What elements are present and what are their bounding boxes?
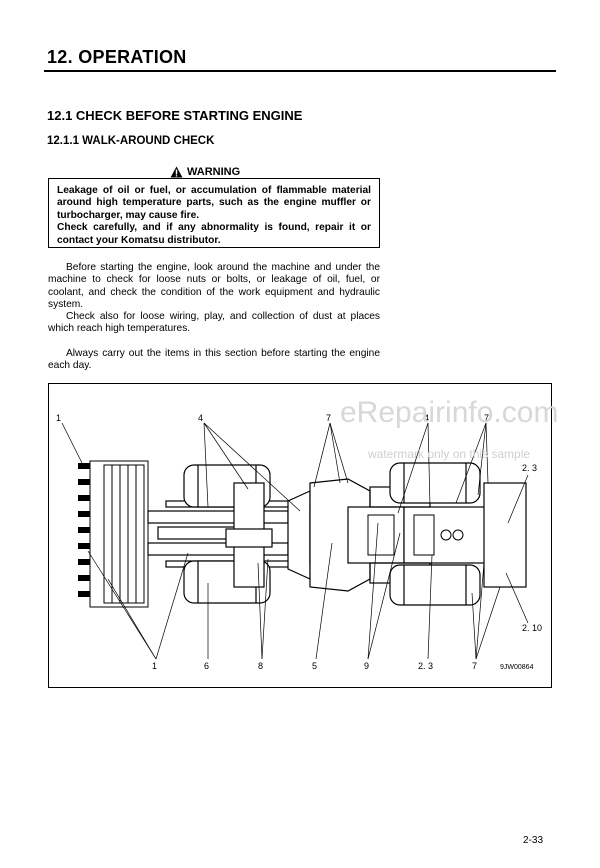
callout-2-10: 2. 10	[522, 623, 542, 633]
watermark-text: eRepairinfo.com	[340, 396, 559, 429]
callout-2-3b: 2. 3	[418, 661, 433, 671]
section-title: 12.1 CHECK BEFORE STARTING ENGINE	[47, 108, 303, 123]
warning-paragraph-2: Check carefully, and if any abnormality …	[57, 222, 371, 246]
callout-4b: 4	[424, 413, 429, 423]
instruction-text: Always carry out the items in this secti…	[48, 348, 380, 373]
callout-7: 7	[326, 413, 331, 423]
warning-label-text: WARNING	[187, 166, 241, 178]
walk-around-diagram: 1 4 7 4 7 2. 3 2. 10 1 6 8 5 9 2. 3 7 9J…	[56, 413, 542, 671]
warning-label: WARNING	[170, 166, 240, 178]
body-paragraph-3: Always carry out the items in this secti…	[48, 348, 380, 372]
page-number: 2-33	[523, 835, 544, 846]
intro-text: Before starting the engine, look around …	[48, 262, 380, 336]
warning-triangle-icon	[170, 166, 183, 178]
bucket	[89, 460, 149, 608]
callout-1: 1	[56, 413, 61, 423]
callout-5: 5	[312, 661, 317, 671]
callout-7b: 7	[484, 413, 489, 423]
figure-callouts: 1 4 7 4 7 2. 3 2. 10 1 6 8 5 9 2. 3 7 9J…	[56, 413, 542, 671]
figure-frame	[48, 383, 552, 688]
front-axle	[225, 482, 273, 588]
callout-7c: 7	[472, 661, 477, 671]
warning-paragraph-1: Leakage of oil or fuel, or accumulation …	[57, 185, 371, 221]
watermark-subtext: watermark only on this sample	[368, 447, 531, 461]
figure-code: 9JW00864	[500, 664, 534, 671]
body-paragraph-2: Check also for loose wiring, play, and c…	[48, 311, 380, 335]
chapter-title: 12. OPERATION	[47, 47, 187, 67]
rear-tires	[389, 462, 481, 606]
chapter-rule	[44, 70, 556, 72]
callout-4: 4	[198, 413, 203, 423]
leader-lines	[61, 422, 529, 660]
bucket-teeth	[78, 463, 90, 597]
callout-8: 8	[258, 661, 263, 671]
engine-details	[367, 514, 464, 556]
callout-6: 6	[204, 661, 209, 671]
warning-box: Leakage of oil or fuel, or accumulation …	[48, 178, 380, 248]
subsection-title: 12.1.1 WALK-AROUND CHECK	[47, 135, 215, 147]
callout-9: 9	[364, 661, 369, 671]
callout-2-3a: 2. 3	[522, 463, 537, 473]
body-paragraph-1: Before starting the engine, look around …	[48, 262, 380, 310]
callout-1b: 1	[152, 661, 157, 671]
